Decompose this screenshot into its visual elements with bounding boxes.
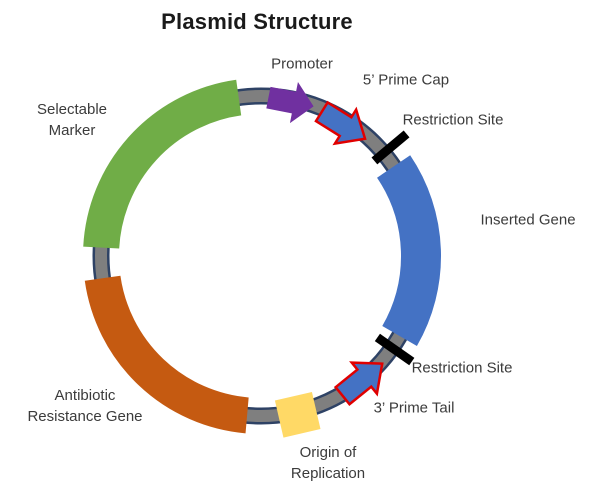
five-prime-cap-label: 5’ Prime Cap <box>362 71 450 89</box>
selectable-label-line2: Marker <box>48 122 96 139</box>
origin-of-replication-square <box>274 392 321 438</box>
promoter-arrow-shape <box>266 81 314 124</box>
selectable-marker-arc <box>83 79 242 249</box>
restriction-site-bar-bottom <box>374 333 415 366</box>
three-prime-tail-arrow <box>333 361 384 407</box>
promoter-arrow <box>266 81 314 124</box>
restriction-bar-shape <box>371 130 410 165</box>
restriction-site-top-label: Restriction Site <box>402 111 504 129</box>
origin-square-shape <box>274 392 321 438</box>
five-prime-cap-arrow <box>314 100 367 146</box>
restriction-bar-shape <box>374 333 415 366</box>
antibiotic-resistance-label: Antibiotic Resistance Gene <box>27 385 142 427</box>
origin-of-replication-label: Origin of Replication <box>291 442 365 484</box>
five-prime-cap-arrow-shape <box>314 100 367 146</box>
page-title: Plasmid Structure <box>161 9 353 34</box>
selectable-label-line1: Selectable <box>36 101 108 118</box>
antibiotic-resistance-arc <box>84 275 250 434</box>
antibiotic-label-line1: Antibiotic <box>54 387 116 404</box>
three-prime-tail-label: 3’ Prime Tail <box>373 399 455 417</box>
inserted-gene-arc <box>376 155 441 346</box>
restriction-site-bottom-label: Restriction Site <box>411 359 513 377</box>
restriction-site-bar-top <box>371 130 410 165</box>
inserted-gene-label: Inserted Gene <box>480 211 576 229</box>
origin-label-line2: Replication <box>290 465 366 482</box>
three-prime-tail-arrow-shape <box>333 361 384 407</box>
antibiotic-label-line2: Resistance Gene <box>27 408 143 425</box>
origin-label-line1: Origin of <box>299 444 357 461</box>
promoter-label: Promoter <box>271 55 333 73</box>
selectable-marker-label: Selectable Marker <box>37 99 107 141</box>
